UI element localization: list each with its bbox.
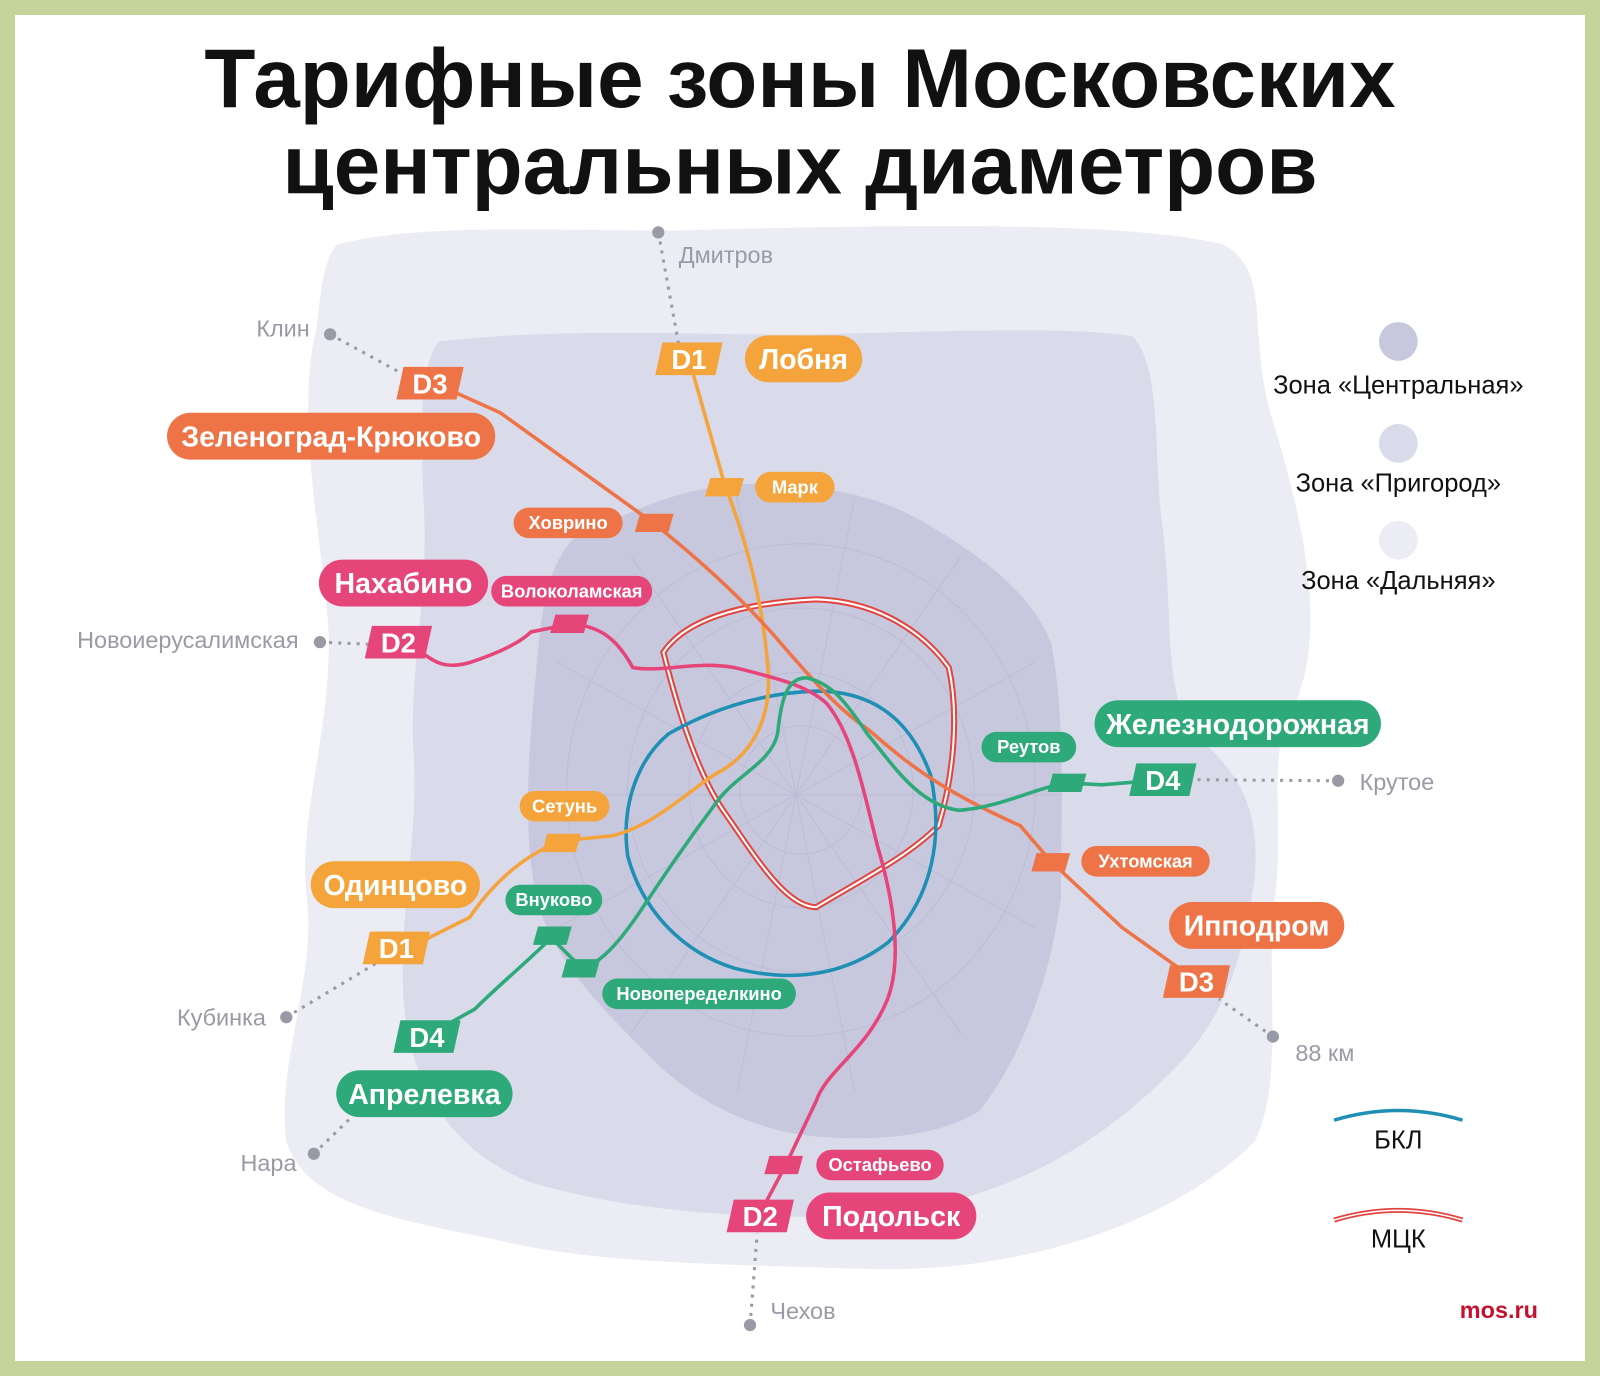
terminal-city-label: Крутое — [1360, 769, 1435, 795]
line-d1 — [407, 358, 771, 950]
zone-station-label[interactable]: Лобня — [744, 335, 863, 383]
bkl-ring — [624, 689, 938, 978]
mos-ru-logo: mos.ru — [1460, 1297, 1538, 1323]
station-name: Реутов — [997, 736, 1060, 757]
terminal-dots — [280, 226, 1345, 1332]
station-name: Марк — [772, 476, 819, 497]
central-station-label[interactable]: Ухтомская — [1081, 845, 1210, 877]
central-station-label[interactable]: Остафьево — [816, 1149, 944, 1181]
zone-station-label[interactable]: Одинцово — [310, 861, 480, 909]
line-badge-d1: D1 — [655, 342, 723, 376]
line-d3 — [438, 383, 1195, 980]
central-station-label[interactable]: Марк — [755, 471, 835, 503]
station-marker — [1047, 773, 1087, 792]
terminal-city-label: Клин — [256, 315, 309, 341]
line-badge-label: D1 — [671, 344, 706, 375]
line-badge-label: D1 — [379, 933, 414, 964]
line-badge-label: D4 — [409, 1022, 445, 1053]
legend-mck: МЦК — [1371, 1226, 1426, 1254]
line-badge-d2: D2 — [364, 625, 433, 659]
title-line-1: Тарифные зоны Московских — [204, 31, 1395, 125]
station-marker — [705, 478, 744, 497]
zone-dalnyaya-swatch — [1378, 520, 1418, 560]
station-marker — [550, 614, 590, 633]
central-station-label[interactable]: Сетунь — [519, 790, 610, 822]
zone-prigorod-swatch — [1378, 424, 1418, 463]
terminal-city-label: Кубинка — [177, 1004, 267, 1030]
legend-zone-prigorod: Зона «Пригород» — [1296, 469, 1501, 497]
line-d2 — [402, 621, 897, 1214]
station-name: Лобня — [759, 344, 848, 376]
station-name: Нахабино — [335, 568, 473, 600]
legend-zone-central: Зона «Центральная» — [1273, 371, 1523, 399]
terminal-city-label: Нара — [240, 1150, 297, 1176]
line-badge-d4: D4 — [393, 1020, 461, 1053]
station-name: Волоколамская — [501, 580, 643, 601]
station-name: Остафьево — [828, 1154, 931, 1175]
zone-central-swatch — [1378, 322, 1418, 361]
legend-bkl: БКЛ — [1374, 1127, 1422, 1155]
station-name: Подольск — [822, 1201, 961, 1233]
central-station-label[interactable]: Ховрино — [513, 507, 623, 539]
station-marker — [634, 513, 674, 533]
zone-station-label[interactable]: Ипподром — [1168, 902, 1345, 949]
station-marker — [542, 833, 581, 853]
line-badge-d1: D1 — [362, 931, 431, 965]
station-name: Сетунь — [532, 795, 597, 816]
station-name: Зеленоград-Крюково — [181, 421, 481, 453]
terminal-city-label: Дмитров — [679, 242, 773, 268]
line-badge-label: D2 — [743, 1201, 778, 1232]
line-badge-d3: D3 — [1162, 965, 1231, 998]
bkl-legend-arc — [1333, 1108, 1464, 1122]
station-name: Новопеределкино — [616, 983, 781, 1004]
zone-station-label[interactable]: Нахабино — [318, 559, 489, 607]
central-station-label[interactable]: Внуково — [505, 884, 603, 916]
terminal-city-label: 88 км — [1295, 1040, 1354, 1066]
central-station-label[interactable]: Волоколамская — [491, 575, 653, 607]
zone-station-label[interactable]: Апрелевка — [336, 1070, 513, 1118]
legend: Зона «Центральная» Зона «Пригород» Зона … — [1273, 322, 1524, 1254]
line-badge-d4: D4 — [1129, 763, 1197, 797]
central-station-label[interactable]: Новопеределкино — [602, 978, 796, 1010]
legend-zone-dalnyaya: Зона «Дальняя» — [1301, 567, 1495, 595]
line-badge-d3: D3 — [396, 366, 464, 400]
title-line-2: центральных диаметров — [282, 118, 1317, 212]
line-badge-label: D2 — [381, 627, 416, 658]
line-badge-label: D3 — [412, 368, 447, 399]
station-marker — [532, 926, 572, 945]
station-name: Одинцово — [323, 870, 467, 902]
station-markers — [532, 478, 1087, 1175]
station-marker — [1031, 853, 1071, 872]
zone-station-label[interactable]: Зеленоград-Крюково — [167, 412, 496, 460]
street-grid — [530, 496, 1061, 1094]
line-badge-label: D3 — [1179, 967, 1214, 998]
station-name: Апрелевка — [348, 1079, 501, 1111]
station-marker — [561, 959, 601, 978]
terminal-city-labels: ДмитровКлинНовоиерусалимскаяКрутоеКубинк… — [77, 242, 1434, 1324]
station-name: Ховрино — [529, 512, 608, 533]
mck-ring-inner — [662, 598, 956, 909]
station-name: Внуково — [515, 889, 592, 910]
station-marker — [764, 1155, 804, 1175]
line-badge-d2: D2 — [726, 1199, 794, 1233]
station-labels: ЛобняЗеленоград-КрюковоНахабиноЖелезнодо… — [167, 335, 1381, 1240]
zone-station-label[interactable]: Железнодорожная — [1094, 700, 1381, 748]
station-name: Железнодорожная — [1105, 709, 1370, 741]
suburban-extensions — [285, 232, 1339, 1326]
station-name: Ухтомская — [1098, 850, 1192, 871]
terminal-city-label: Новоиерусалимская — [77, 627, 298, 653]
station-name: Ипподром — [1184, 911, 1330, 943]
zone-station-label[interactable]: Подольск — [806, 1192, 977, 1240]
central-station-label[interactable]: Реутов — [981, 731, 1077, 763]
line-badge-label: D4 — [1145, 765, 1181, 796]
terminal-city-label: Чехов — [770, 1298, 835, 1324]
